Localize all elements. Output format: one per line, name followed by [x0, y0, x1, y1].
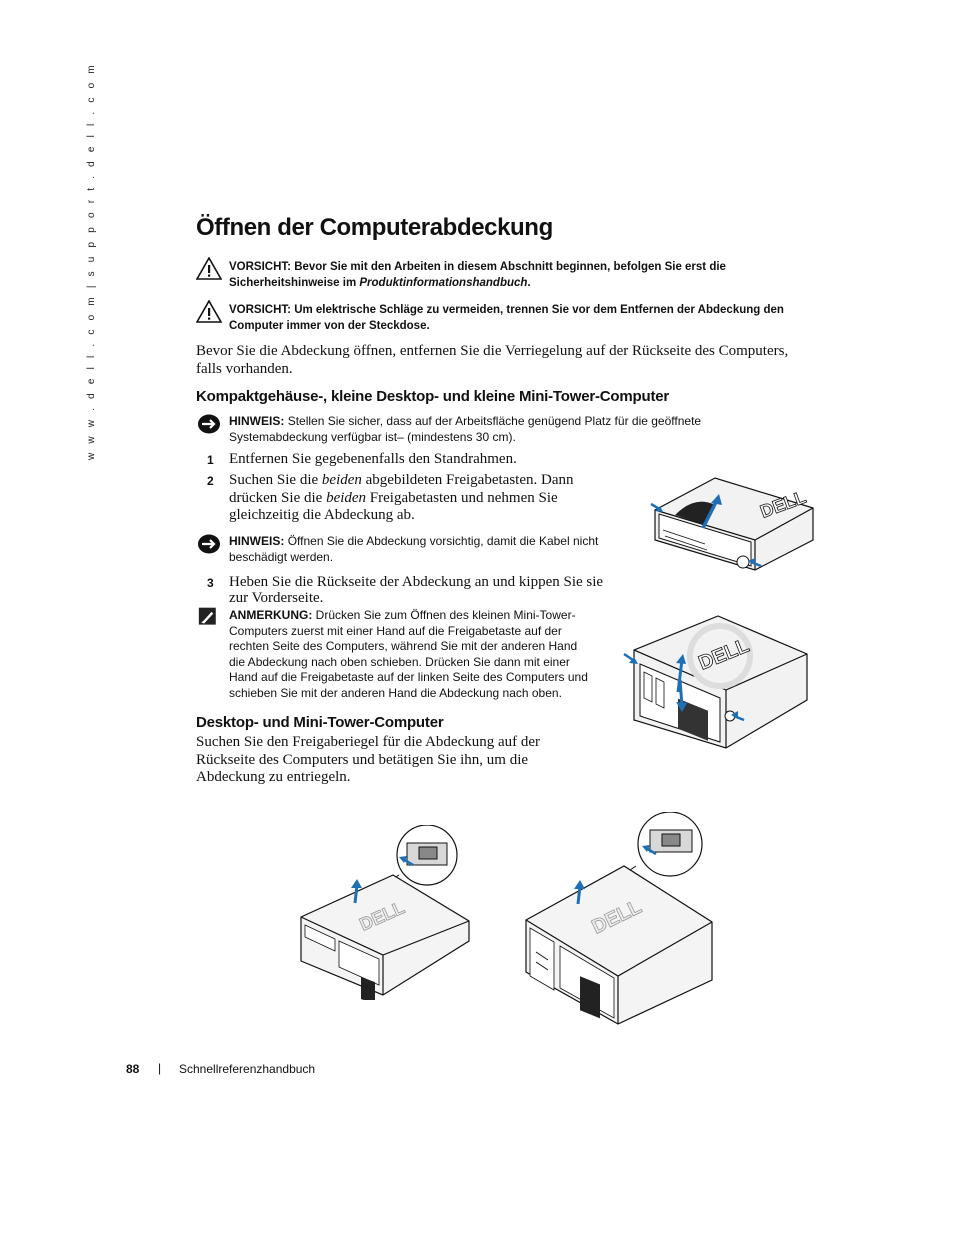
step-text: Suchen Sie die: [229, 472, 322, 488]
notice-text-2: Systemabdeckung verfügbar ist– (mindeste…: [229, 430, 516, 444]
caution-text-2: Computer immer von der Steckdose.: [229, 320, 430, 332]
desktop-computer-illustration: DELL: [300, 825, 470, 1000]
section2-line: Suchen Sie den Freigaberiegel für die Ab…: [196, 734, 541, 750]
intro-paragraph: Bevor Sie die Abdeckung öffnen, entferne…: [196, 343, 788, 378]
notice-1: HINWEIS: Stellen Sie sicher, dass auf de…: [196, 413, 756, 447]
section-heading-compact: Kompaktgehäuse-, kleine Desktop- und kle…: [196, 388, 670, 405]
notice-text: Öffnen Sie die Abdeckung vorsichtig, dam…: [287, 534, 599, 548]
step-number: 1: [207, 453, 214, 467]
section-heading-desktop: Desktop- und Mini-Tower-Computer: [196, 714, 444, 731]
caution-notice-1: VORSICHT: Bevor Sie mit den Arbeiten in …: [196, 257, 816, 293]
caution-label: VORSICHT:: [229, 304, 291, 316]
notice-text: Stellen Sie sicher, dass auf der Arbeits…: [287, 414, 702, 428]
mini-tower-illustration: DELL: [623, 615, 808, 749]
warning-triangle-icon: [196, 300, 222, 323]
step-number: 3: [207, 576, 214, 590]
note-text: Hand auf die Freigabetaste auf der linke…: [229, 670, 588, 685]
notice-hand-icon: [198, 414, 220, 434]
section2-line: Rückseite des Computers und betätigen Si…: [196, 751, 529, 768]
section2-line: Abdeckung zu entriegeln.: [196, 769, 351, 785]
page-title: Öffnen der Computerabdeckung: [196, 214, 553, 241]
caution-notice-2: VORSICHT: Um elektrische Schläge zu verm…: [196, 300, 816, 336]
mini-tower-computer-illustration: DELL: [525, 812, 713, 1025]
note-pencil-icon: [198, 607, 216, 625]
footer-separator: |: [158, 1061, 162, 1075]
step-emphasis: beiden: [326, 489, 367, 506]
step-2: 2 Suchen Sie die beiden abgebildeten Fre…: [207, 472, 627, 528]
step-text: Freigabetasten und nehmen Sie: [366, 489, 558, 506]
notice-text-2: beschädigt werden.: [229, 550, 334, 564]
step-text: Heben Sie die Rückseite der Abdeckung an…: [229, 574, 604, 590]
caution-period: .: [527, 277, 531, 289]
notice-hand-icon: [198, 534, 220, 554]
step-text: zur Vorderseite.: [229, 590, 324, 606]
note-label: ANMERKUNG:: [229, 608, 313, 622]
step-emphasis: beiden: [321, 472, 362, 488]
intro-line-1: Bevor Sie die Abdeckung öffnen, entferne…: [196, 343, 789, 359]
notice-label: HINWEIS:: [229, 414, 285, 428]
step-text: Entfernen Sie gegebenenfalls den Standra…: [229, 451, 517, 467]
page-number: 88: [126, 1062, 140, 1076]
section2-paragraph: Suchen Sie den Freigaberiegel für die Ab…: [196, 734, 540, 787]
step-text: gleichzeitig die Abdeckung ab.: [229, 507, 415, 523]
note-text: schieben Sie mit der anderen Hand die Ab…: [229, 685, 562, 700]
intro-line-2: falls vorhanden.: [196, 360, 293, 377]
note-text: Drücken Sie zum Öffnen des kleinen Mini-…: [315, 608, 576, 622]
step-number: 2: [207, 474, 214, 488]
note-text: die Abdeckung nach oben schieben. Drücke…: [229, 654, 570, 669]
caution-label: VORSICHT:: [229, 261, 291, 273]
note-text: Computers zuerst mit einer Hand auf die …: [229, 623, 562, 638]
website-url: w w w . d e l l . c o m | s u p p o r t …: [86, 62, 97, 460]
notice-2: HINWEIS: Öffnen Sie die Abdeckung vorsic…: [196, 533, 636, 567]
caution-text: Um elektrische Schläge zu vermeiden, tre…: [294, 304, 784, 316]
caution-text: Bevor Sie mit den Arbeiten in diesem Abs…: [294, 261, 726, 273]
step-text: drücken Sie die: [229, 489, 327, 506]
note-block: ANMERKUNG: Drücken Sie zum Öffnen des kl…: [196, 607, 616, 704]
note-text: rechten Seite des Computers, während Sie…: [229, 639, 578, 654]
manual-reference: Produktinformationshandbuch: [359, 277, 528, 289]
footer-title: Schnellreferenzhandbuch: [179, 1062, 316, 1076]
caution-text-2: Sicherheitshinweise im: [229, 277, 357, 289]
step-text: abgebildeten Freigabetasten. Dann: [361, 472, 574, 488]
warning-triangle-icon: [196, 257, 222, 280]
notice-label: HINWEIS:: [229, 534, 285, 548]
compact-computer-illustration: DELL: [650, 477, 814, 571]
